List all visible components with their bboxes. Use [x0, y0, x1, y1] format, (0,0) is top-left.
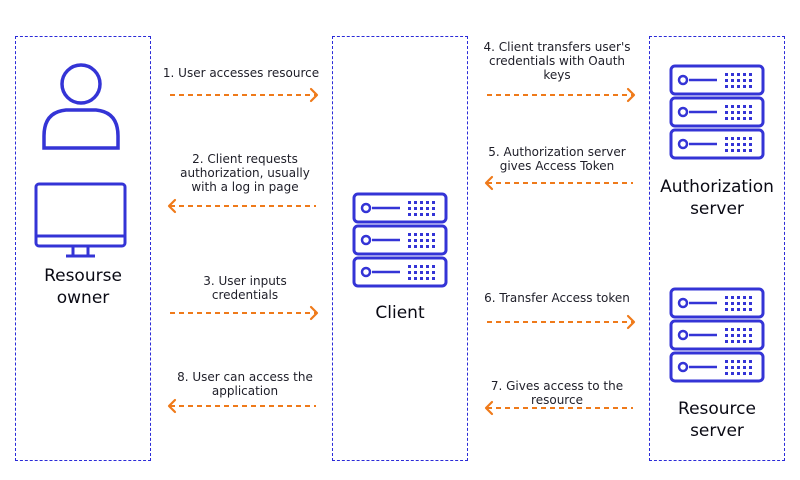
step-7-arrowhead [484, 400, 494, 416]
client-label: Client [375, 303, 425, 323]
resource-owner-label: Resourse owner [44, 266, 122, 308]
step-4-label: 4. Client transfers user's credentials w… [483, 40, 631, 82]
step-6-label: 6. Transfer Access token [484, 291, 630, 305]
step-6-arrowhead [626, 314, 636, 330]
step-3-arrowhead [309, 305, 319, 321]
step-7-label: 7. Gives access to the resource [490, 379, 624, 407]
resource-owner-lane [15, 36, 151, 461]
step-5-arrowhead [484, 175, 494, 191]
resource-server-icon [671, 289, 763, 381]
step-2-label: 2. Client requests authorization, usuall… [180, 152, 310, 194]
client-lane [332, 36, 468, 461]
user-icon [42, 63, 120, 150]
step-5-label: 5. Authorization server gives Access Tok… [488, 145, 626, 173]
step-2-arrowhead [167, 198, 177, 214]
step-8-arrowhead [167, 398, 177, 414]
monitor-icon [34, 182, 127, 258]
step-3-label: 3. User inputs credentials [203, 274, 287, 302]
step-8-label: 8. User can access the application [177, 370, 313, 398]
resource-server-label: Resource server [678, 399, 756, 441]
authorization-server-label: Authorization server [660, 177, 774, 219]
step-1-label: 1. User accesses resource [162, 66, 320, 80]
step-4-arrowhead [626, 87, 636, 103]
servers-lane [649, 36, 785, 461]
step-1-arrowhead [309, 87, 319, 103]
authorization-server-icon [671, 66, 763, 158]
client-server-icon [354, 194, 446, 286]
